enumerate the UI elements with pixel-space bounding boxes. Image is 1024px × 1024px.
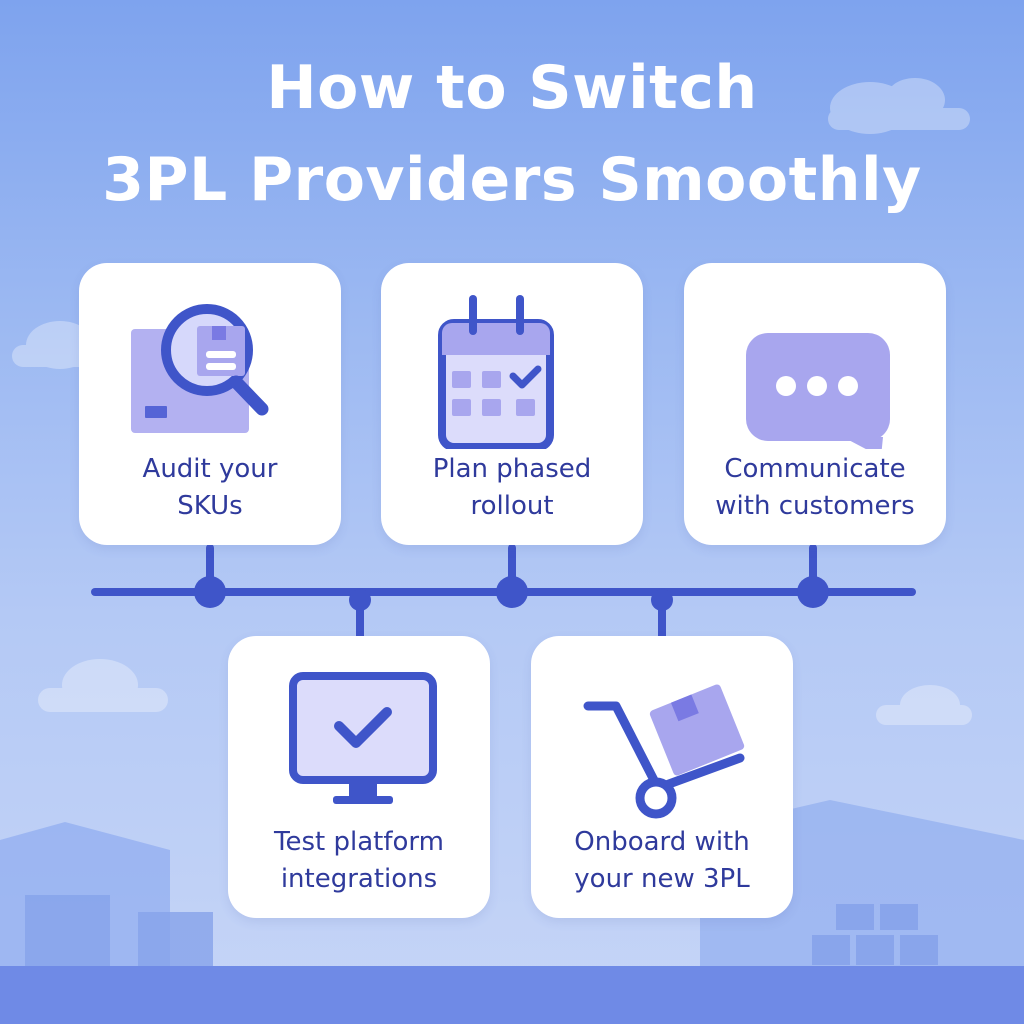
title-line-1: How to Switch	[266, 53, 758, 123]
step-label: Communicate with customers	[715, 454, 915, 521]
ground-strip	[0, 966, 1024, 1024]
calendar-check-icon	[438, 295, 554, 449]
crate-stack	[812, 904, 938, 965]
chat-bubble-icon	[746, 333, 890, 449]
step-label: Test platform integrations	[274, 827, 444, 894]
monitor-check-icon	[289, 672, 437, 804]
step-card-onboard: Onboard with your new 3PL	[531, 636, 793, 918]
step-card-plan-rollout: Plan phased rollout	[381, 263, 643, 545]
step-card-audit-skus: Audit your SKUs	[79, 263, 341, 545]
magnifier-over-box-icon	[131, 304, 269, 433]
title-line-2: 3PL Providers Smoothly	[102, 145, 922, 215]
step-card-communicate: Communicate with customers	[684, 263, 946, 545]
step-label: Audit your SKUs	[142, 454, 278, 521]
warehouse-silhouette	[25, 895, 110, 975]
cloud-icon	[876, 685, 972, 725]
cloud-icon	[38, 659, 168, 712]
hand-truck-icon	[583, 684, 745, 819]
warehouse-silhouette	[138, 912, 213, 976]
step-label: Plan phased rollout	[432, 454, 592, 521]
page-title: How to Switch 3PL Providers Smoothly	[0, 42, 1024, 226]
cloud-icon	[828, 78, 970, 134]
step-card-test-integrations: Test platform integrations	[228, 636, 490, 918]
step-label: Onboard with your new 3PL	[574, 827, 750, 894]
